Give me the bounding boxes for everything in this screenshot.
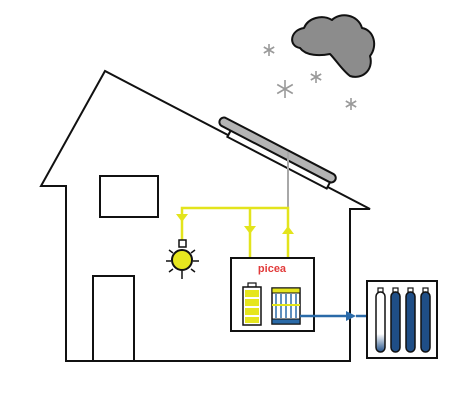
hydrogen-tank-icon — [375, 287, 431, 353]
arrow-from-system — [282, 226, 294, 234]
arrow-to-system — [244, 226, 256, 234]
cloud-icon — [291, 14, 376, 78]
snowflake-icon — [310, 71, 322, 83]
house-outline — [39, 69, 371, 362]
light-bulb-icon — [166, 239, 199, 279]
snowflake-icon — [276, 80, 294, 98]
snowflake-icon — [263, 44, 275, 56]
snowfall — [263, 44, 357, 110]
snowflake-icon — [345, 98, 357, 110]
tank — [375, 287, 386, 353]
solar-panel-surface — [218, 116, 337, 184]
house-door — [92, 275, 135, 362]
house-window — [99, 175, 159, 218]
tank — [405, 287, 416, 353]
solar-panel — [218, 116, 337, 190]
electrolyser-icon — [271, 287, 301, 325]
arrow-to-bulb — [176, 214, 188, 222]
tank — [420, 287, 431, 353]
brand-label: picea — [258, 263, 287, 275]
battery-icon — [242, 282, 262, 326]
tank — [390, 287, 401, 353]
